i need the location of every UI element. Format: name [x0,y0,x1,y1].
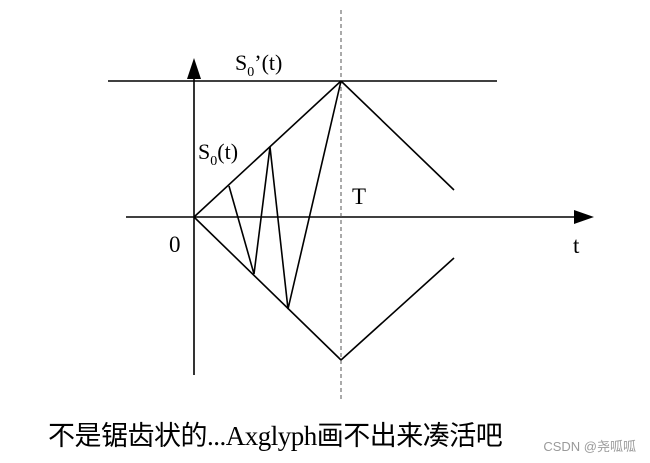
s0-label-subscript: 0 [210,154,217,169]
s0-prime-label: S0’(t) [235,50,282,80]
origin-label: 0 [169,232,181,257]
time-axis-arrowhead [574,210,594,224]
s0-prime-label-base: S [235,50,247,75]
s0-label-suffix: (t) [217,139,238,164]
caption-text: 不是锯齿状的...Axglyph画不出来凑活吧 [48,421,503,451]
s0-label-base: S [198,139,210,164]
upper-envelope-fall [340,80,455,191]
s0-prime-label-subscript: 0 [247,65,254,80]
vertical-axis-arrowhead [187,58,201,79]
lower-envelope-rise [340,257,455,361]
time-axis-label: t [573,233,580,258]
lower-envelope-fall [193,216,342,361]
s0-label: S0(t) [198,139,238,169]
period-label: T [352,184,366,209]
s0-prime-label-suffix: ’(t) [254,50,282,75]
s0-zigzag [228,80,342,310]
upper-envelope-rise [193,80,342,218]
watermark-text: CSDN @尧呱呱 [543,439,636,454]
